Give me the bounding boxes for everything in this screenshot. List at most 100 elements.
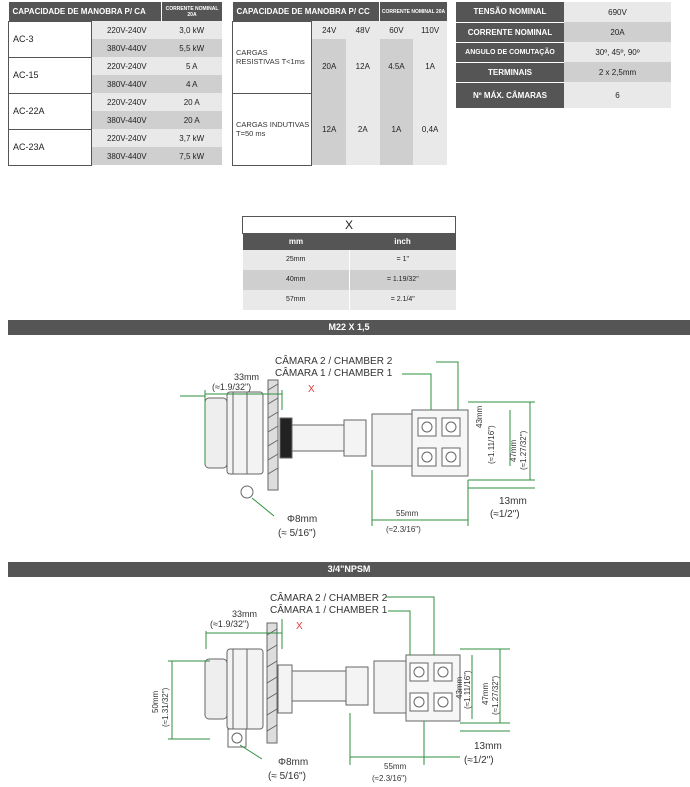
dc-col-header: 24V <box>311 21 346 39</box>
spec-label: TERMINAIS <box>456 62 564 83</box>
chamber1-label: CÂMARA 1 / CHAMBER 1 <box>275 366 393 379</box>
x-mm-value: 25mm <box>242 249 350 270</box>
thread-shape <box>279 417 293 459</box>
ac-voltage: 380V-440V <box>91 111 162 129</box>
ac-voltage: 220V-240V <box>91 21 162 39</box>
dim-55-label: 55mm <box>396 509 419 518</box>
ac-value: 3,7 kW <box>161 129 222 147</box>
ac-voltage: 220V-240V <box>91 129 162 147</box>
chamber2-label: CÂMARA 2 / CHAMBER 2 <box>275 354 393 367</box>
dc-load-label: CARGAS RESISTIVAS T<1ms <box>231 20 313 94</box>
ac-table-current-header: CORRENTE NOMINAL 20A <box>161 2 222 21</box>
x-marker-label: X <box>296 621 303 632</box>
dim-13-inch-label: (≈1/2") <box>490 509 520 520</box>
ac-voltage: 220V-240V <box>91 57 162 75</box>
x-col-mm: mm <box>242 233 350 250</box>
dc-value: 4.5A <box>379 39 414 93</box>
dim-47-label: 47mm <box>509 439 518 462</box>
spec-value: 2 x 2,5mm <box>564 62 671 82</box>
spec-label: CORRENTE NOMINAL <box>456 22 564 43</box>
dc-value: 20A <box>311 39 346 93</box>
dc-table-header: CAPACIDADE DE MANOBRA P/ CC <box>232 2 380 21</box>
ac-value: 20 A <box>161 111 222 129</box>
lock-nut-shape <box>226 648 264 730</box>
dim-50-label: 50mm <box>151 690 160 713</box>
dc-value: 12A <box>345 39 380 93</box>
spec-value: 690V <box>564 2 671 22</box>
chamber1-label: CÂMARA 1 / CHAMBER 1 <box>270 603 388 616</box>
ac-capacity-table: CAPACIDADE DE MANOBRA P/ CA CORRENTE NOM… <box>8 2 222 166</box>
spec-label: TENSÃO NOMINAL <box>456 2 564 23</box>
spec-value: 6 <box>564 82 671 108</box>
x-col-inch: inch <box>349 233 456 250</box>
dim-43-label: 43mm <box>475 405 484 428</box>
dc-value: 1A <box>379 93 414 165</box>
drawing-npsm: CÂMARA 2 / CHAMBER 2 CÂMARA 1 / CHAMBER … <box>151 591 510 783</box>
dim-8-inch-label: (≈ 5/16") <box>268 771 306 782</box>
ac-table-header: CAPACIDADE DE MANOBRA P/ CA <box>8 2 162 21</box>
dc-load-label: CARGAS INDUTIVAS T=50 ms <box>231 92 313 166</box>
ac-category: AC-15 <box>8 56 92 94</box>
dim-50-inch-label: (≈1.31/32") <box>161 687 170 727</box>
ac-voltage: 220V-240V <box>91 93 162 111</box>
dim-33-inch-label: (≈1.9/32") <box>212 382 251 392</box>
dc-value: 2A <box>345 93 380 165</box>
spec-label: ANGULO DE COMUTAÇÃO <box>456 42 564 63</box>
dim-55-inch-label: (≈2.3/16") <box>372 774 407 783</box>
ac-voltage: 380V-440V <box>91 39 162 57</box>
x-mm-value: 57mm <box>242 289 350 310</box>
dim-8-inch-label: (≈ 5/16") <box>278 528 316 539</box>
dc-col-header: 60V <box>379 21 414 39</box>
dc-table-current-header: CORRENTE NOMINAL 20A <box>379 2 447 21</box>
ac-voltage: 380V-440V <box>91 147 162 165</box>
dim-13-label: 13mm <box>499 496 527 507</box>
contact-block-shape <box>371 413 413 467</box>
dim-8-label: Φ8mm <box>278 757 308 768</box>
ac-value: 3,0 kW <box>161 21 222 39</box>
dim-43-label: 43mm <box>455 676 464 699</box>
ac-voltage: 380V-440V <box>91 75 162 93</box>
ac-value: 20 A <box>161 93 222 111</box>
lock-nut-shape <box>226 391 264 475</box>
dim-33-label: 33mm <box>234 372 259 382</box>
chamber2-label: CÂMARA 2 / CHAMBER 2 <box>270 591 388 604</box>
dc-value: 12A <box>311 93 346 165</box>
drawing-m22: CÂMARA 2 / CHAMBER 2 CÂMARA 1 / CHAMBER … <box>180 354 535 539</box>
dim-43-inch-label: (≈1.11/16") <box>463 670 472 709</box>
dim-13-inch-label: (≈1/2") <box>464 755 494 766</box>
dim-55-inch-label: (≈2.3/16") <box>386 525 421 534</box>
x-inch-value: = 1.19/32" <box>349 269 456 290</box>
ac-category: AC-23A <box>8 128 92 166</box>
spec-label: Nº MÁX. CÂMARAS <box>456 82 564 108</box>
dc-capacity-table: CAPACIDADE DE MANOBRA P/ CC CORRENTE NOM… <box>231 2 447 166</box>
dim-55-label: 55mm <box>384 762 407 771</box>
dim-8-label: Φ8mm <box>287 514 317 525</box>
dim-47-label: 47mm <box>481 682 490 705</box>
x-marker-label: X <box>308 384 315 395</box>
x-conversion-table: X mm inch 25mm = 1" 40mm = 1.19/32" 57mm… <box>242 216 456 310</box>
panel-plate-shape <box>267 379 279 491</box>
ac-value: 7,5 kW <box>161 147 222 165</box>
ac-category: AC-22A <box>8 92 92 130</box>
spec-value: 30º, 45º, 90º <box>564 42 671 62</box>
section-title-npsm: 3/4"NPSM <box>8 562 690 577</box>
dim-47-inch-label: (≈1.27/32") <box>491 675 500 715</box>
x-inch-value: = 2.1/4" <box>349 289 456 310</box>
x-inch-value: = 1" <box>349 249 456 270</box>
ac-value: 5,5 kW <box>161 39 222 57</box>
dc-value: 0,4A <box>413 93 447 165</box>
shaft-shape <box>291 424 345 452</box>
ac-value: 5 A <box>161 57 222 75</box>
shaft-shape <box>291 670 347 702</box>
ac-value: 4 A <box>161 75 222 93</box>
section-title-m22: M22 X 1,5 <box>8 320 690 335</box>
dim-43-inch-label: (≈1.11/16") <box>487 425 496 464</box>
x-table-title: X <box>242 216 456 234</box>
ac-category: AC-3 <box>8 20 92 58</box>
dim-47-inch-label: (≈1.27/32") <box>519 430 528 470</box>
dim-13-label: 13mm <box>474 741 502 752</box>
contact-block-shape <box>373 660 407 714</box>
dim-33-inch-label: (≈1.9/32") <box>210 619 249 629</box>
panel-plate-shape <box>266 622 278 744</box>
spec-table: TENSÃO NOMINAL 690V CORRENTE NOMINAL 20A… <box>456 2 671 108</box>
